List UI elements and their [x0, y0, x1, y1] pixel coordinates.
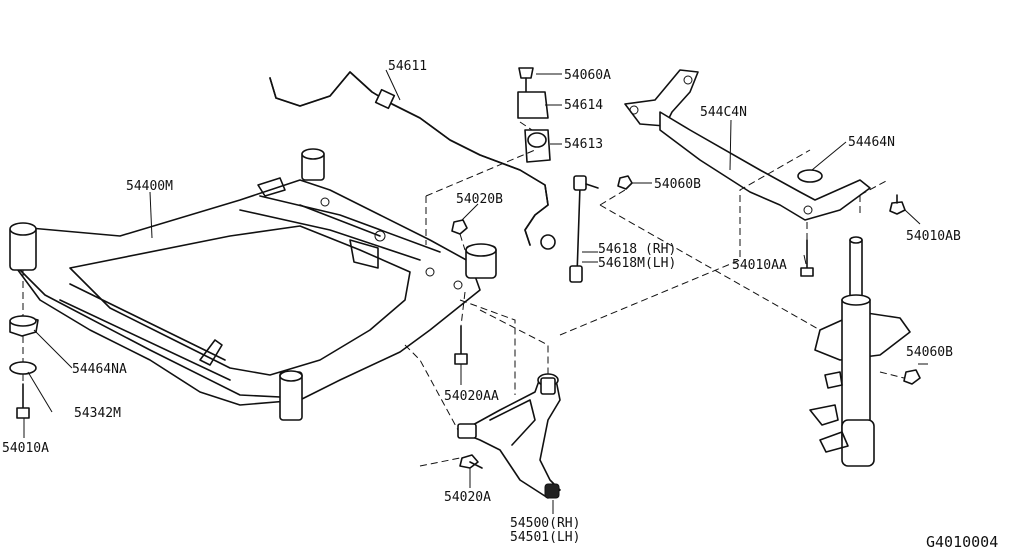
- bushing-assembly: [517, 67, 551, 163]
- strut-assembly: [809, 236, 911, 467]
- label-54010ab: 54010AB: [906, 229, 961, 244]
- member-stay: [624, 69, 871, 221]
- label-54020b: 54020B: [456, 192, 503, 207]
- label-54464n: 54464N: [848, 135, 895, 150]
- label-54611: 54611: [388, 59, 427, 74]
- bolt-54010ab: [889, 194, 906, 215]
- nut-54020b: [451, 219, 468, 235]
- insulator-left: [9, 315, 39, 337]
- nut-54060b-strut: [903, 369, 921, 385]
- label-54342m: 54342M: [74, 406, 121, 421]
- label-54400m: 54400M: [126, 179, 173, 194]
- nut-54060b: [617, 175, 633, 190]
- stabilizer-bar: [269, 71, 556, 250]
- label-54618-rh: 54618 (RH): [598, 242, 676, 257]
- bolt-54010aa: [800, 239, 814, 277]
- label-54618m-lh: 54618M(LH): [598, 256, 676, 271]
- label-54614: 54614: [564, 98, 603, 113]
- label-54060b: 54060B: [654, 177, 701, 192]
- label-544c4n: 544C4N: [700, 105, 747, 120]
- label-54060a: 54060A: [564, 68, 611, 83]
- part-labels: 54611 54060A 54614 54613 544C4N 54464N 5…: [2, 59, 998, 551]
- stabilizer-link: [569, 175, 599, 283]
- diagram-code: G4010004: [926, 533, 998, 551]
- label-54010aa: 54010AA: [732, 258, 787, 273]
- label-54020a: 54020A: [444, 490, 491, 505]
- label-54501-lh: 54501(LH): [510, 530, 580, 545]
- assembly-lines: [22, 78, 905, 467]
- label-54464na: 54464NA: [72, 362, 127, 377]
- leader-lines: [23, 69, 928, 514]
- bolt-54020a: [459, 454, 483, 469]
- label-54613: 54613: [564, 137, 603, 152]
- label-54060b-strut: 54060B: [906, 345, 953, 360]
- bolt-54010a: [16, 383, 30, 419]
- stopper: [9, 361, 37, 375]
- front-suspension-member: [9, 148, 497, 421]
- transverse-link: [457, 373, 561, 499]
- label-54010a: 54010A: [2, 441, 49, 456]
- label-54020aa: 54020AA: [444, 389, 499, 404]
- label-54500-rh: 54500(RH): [510, 516, 580, 531]
- bolt-54020aa: [454, 325, 468, 365]
